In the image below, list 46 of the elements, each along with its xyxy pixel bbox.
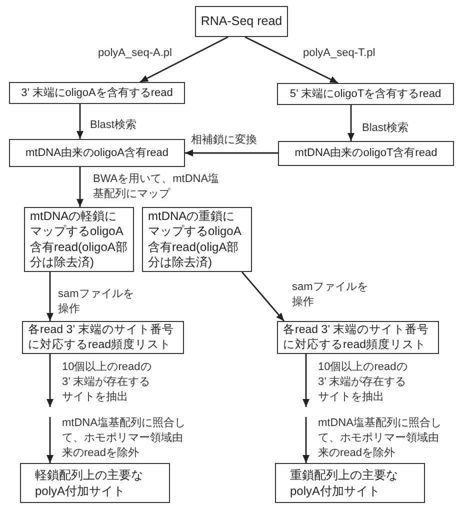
edge-label: mtDNA塩基配列に照合して、ホモポリマー領域由来のreadを除外	[62, 416, 186, 461]
edge-label: samファイルを操作	[58, 287, 135, 317]
edge-label: BWAを用いて、mtDNA塩基配列にマップ	[93, 172, 220, 202]
edge-label: Blast検索	[362, 121, 410, 136]
edge-label: samファイルを操作	[292, 280, 369, 310]
process-box	[275, 463, 425, 503]
arrow	[185, 150, 278, 156]
process-box	[22, 321, 184, 354]
step-text: 重鎖配列上の主要なpolyA付加サイト	[290, 467, 399, 499]
step-text: mtDNAの重鎖にマップするoligoA含有read(oligA部分は除去済)	[148, 208, 242, 270]
edge-label: polyA_seq-T.pl	[303, 46, 376, 61]
arrow	[241, 272, 285, 322]
arrow	[302, 354, 310, 407]
step-text: RNA-Seq read	[200, 13, 283, 30]
step-text: mtDNA由来のoligoT含有read	[294, 146, 438, 161]
process-box	[24, 207, 134, 272]
process-box	[142, 207, 252, 272]
arrow	[348, 105, 354, 141]
edge-label: Blast検索	[90, 118, 138, 133]
arrow	[46, 417, 54, 463]
arrow	[76, 167, 84, 207]
step-text: mtDNA由来のoligoA含有read	[24, 146, 170, 160]
edge-label: mtDNA塩基配列に照合して、ホモポリマー領域由来のreadを除外	[318, 416, 442, 461]
edge-label: 相補鎖に変換	[191, 133, 258, 148]
arrow	[244, 36, 338, 84]
edge-label: 10個以上のreadの3’ 末端が存在するサイトを抽出	[62, 360, 152, 405]
step-text: 5’ 末端にoligoTを含有するread	[288, 86, 442, 102]
process-box	[277, 83, 454, 105]
step-text: mtDNAの軽鎖にマップするoligoA含有read(oligoA部分は除去済)	[30, 208, 128, 270]
arrow	[302, 417, 310, 463]
edge-label: polyA_seq-A.pl	[98, 46, 173, 61]
process-box	[278, 141, 454, 166]
arrow	[46, 354, 54, 407]
process-box	[9, 82, 185, 104]
step-text: 3’ 末端にoligoAを含有するread	[20, 86, 174, 100]
process-box	[195, 6, 288, 37]
process-box	[20, 463, 170, 503]
process-box	[9, 139, 185, 167]
process-box	[277, 321, 439, 354]
arrow	[46, 272, 54, 321]
step-text: 軽鎖配列上の主要なpolyA付加サイト	[35, 467, 144, 499]
edge-label: 10個以上のreadの3’ 末端が存在するサイトを抽出	[318, 360, 408, 405]
step-text: 各read 3’ 末端のサイト番号に対応するread頻度リスト	[28, 322, 175, 352]
arrow	[76, 104, 84, 139]
arrow	[140, 36, 228, 83]
step-text: 各read 3’ 末端のサイト番号に対応するread頻度リスト	[283, 322, 430, 352]
